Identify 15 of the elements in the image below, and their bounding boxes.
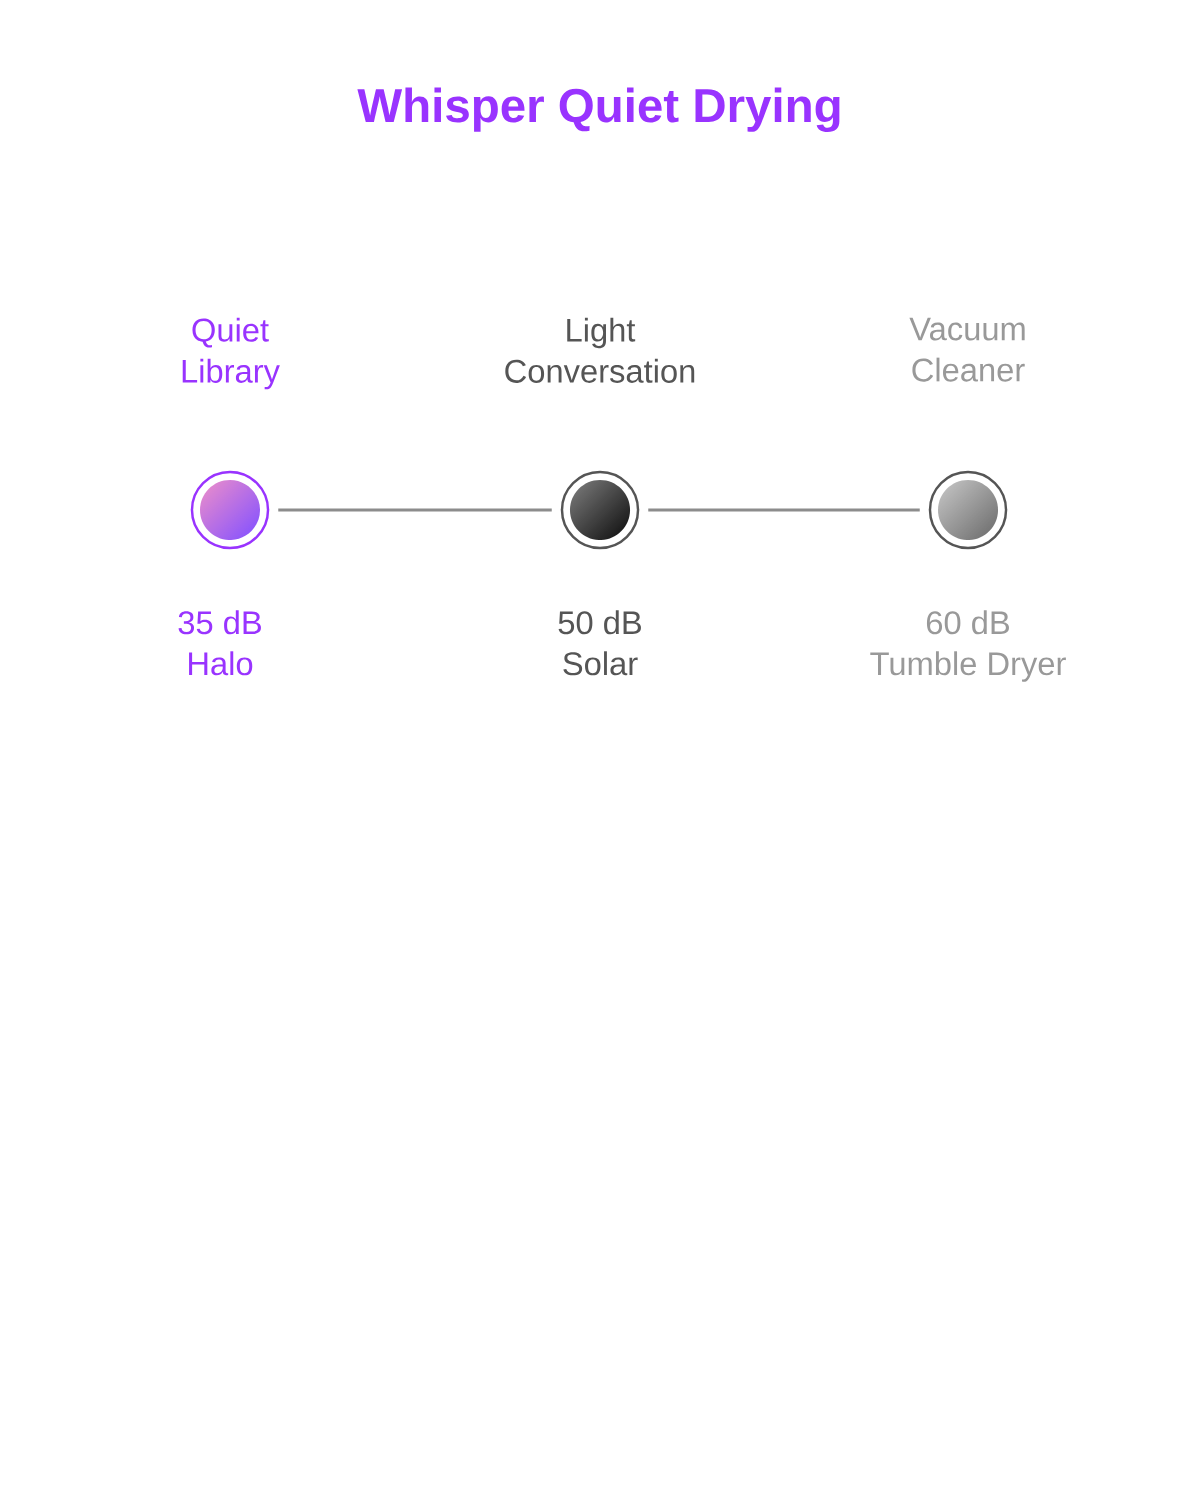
value-label: 50 dB bbox=[558, 610, 641, 635]
circle-marker bbox=[928, 470, 1008, 550]
title: Whisper Quiet Drying bbox=[357, 87, 840, 133]
circle-marker bbox=[560, 470, 640, 550]
value-label: 35 dB bbox=[178, 610, 261, 635]
node-label: Vacuum Cleaner bbox=[909, 317, 1025, 382]
value-label: Tumble Dryer bbox=[870, 651, 1066, 682]
circle-marker bbox=[190, 470, 270, 550]
connector-line bbox=[648, 508, 920, 512]
node-label: Light Conversation bbox=[505, 317, 695, 383]
value-label: Solar bbox=[563, 651, 638, 676]
value-label: 60 dB bbox=[926, 610, 1009, 635]
node-label: Quiet Library bbox=[182, 317, 280, 390]
connector-line bbox=[278, 508, 552, 512]
value-label: Halo bbox=[189, 651, 253, 676]
